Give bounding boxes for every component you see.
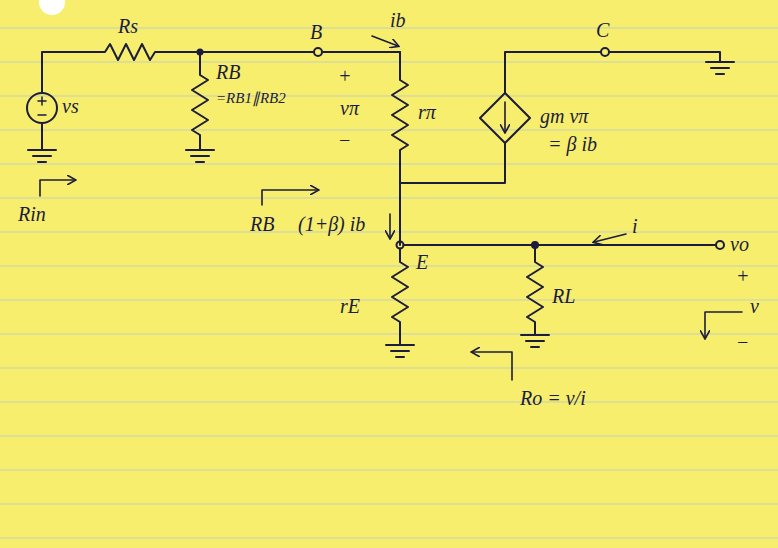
source-ground <box>28 123 56 162</box>
dependent-current-source <box>480 93 530 143</box>
circuit-label: RL <box>552 284 575 308</box>
source-arrow <box>504 102 506 132</box>
current-arrow <box>389 214 391 238</box>
circuit-label: =RB1∥RB2 <box>216 86 286 110</box>
circuit-label: E <box>416 250 428 274</box>
current-arrow <box>372 36 398 46</box>
impedance-bracket <box>40 180 75 196</box>
impedance-bracket <box>472 352 512 380</box>
circuit-label: + <box>736 264 750 288</box>
circuit-label: Rs <box>118 14 138 38</box>
base-terminal <box>314 48 322 56</box>
circuit-label: RB <box>250 212 274 236</box>
collector-ground <box>609 52 734 74</box>
circuit-label: = β ib <box>548 132 597 156</box>
current-arrow <box>594 234 626 242</box>
circuit-label: B <box>310 20 322 44</box>
circuit-label: RB <box>216 60 240 84</box>
circuit-label: vs <box>62 94 79 118</box>
circuit-label: ib <box>390 8 406 32</box>
wire <box>404 244 717 246</box>
voltage-source <box>27 93 57 123</box>
circuit-label: gm vπ <box>540 104 588 128</box>
circuit-label: vπ <box>340 96 359 120</box>
circuit-label: + <box>338 64 352 88</box>
circuit-label: vo <box>730 232 749 256</box>
wire <box>322 51 400 53</box>
circuit-label: C <box>596 18 609 42</box>
re-resistor <box>386 249 414 358</box>
circuit-label: Rin <box>18 202 46 226</box>
output-terminal <box>716 241 724 249</box>
rs-resistor <box>42 44 314 93</box>
emitter-terminal <box>397 242 404 249</box>
wire <box>505 52 601 93</box>
wire <box>400 143 505 183</box>
circuit-label: rπ <box>418 100 436 124</box>
rpi-resistor <box>392 52 408 245</box>
source-polarity <box>38 97 46 115</box>
circuit-label: − <box>736 330 750 354</box>
impedance-bracket <box>262 190 318 205</box>
circuit-label: (1+β) ib <box>298 212 365 236</box>
circuit-label: − <box>338 128 352 152</box>
rl-resistor <box>521 245 549 347</box>
circuit-label: v <box>750 294 759 318</box>
rb-resistor <box>186 52 214 162</box>
circuit-label: rE <box>340 294 360 318</box>
collector-terminal <box>601 48 609 56</box>
circuit-label: i <box>632 214 638 238</box>
circuit-label: Ro = v/i <box>520 386 586 410</box>
